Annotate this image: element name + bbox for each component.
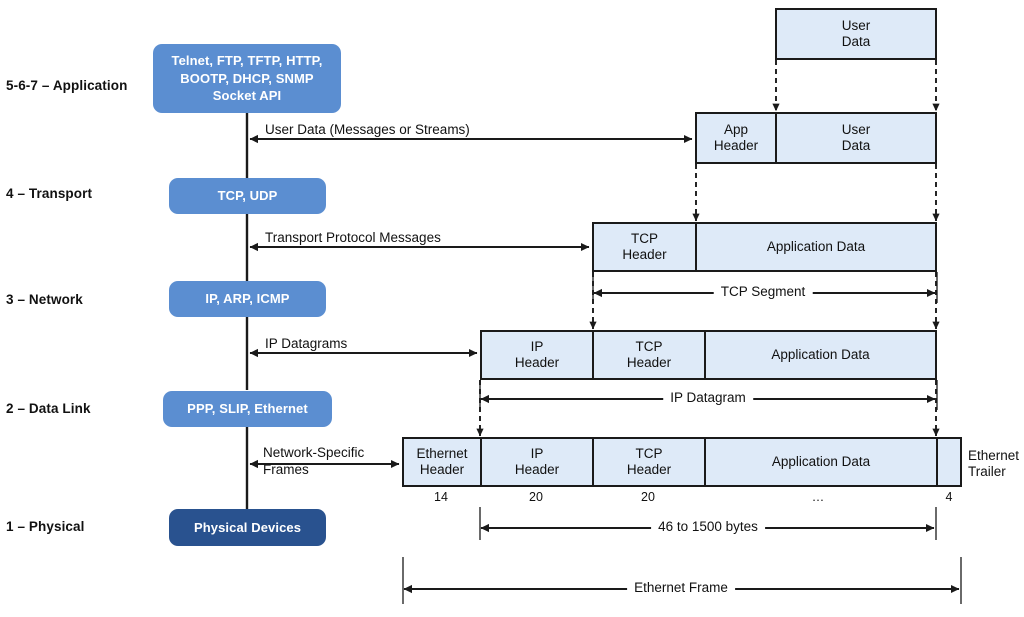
layer-label-network: 3 – Network (6, 292, 83, 307)
layer-label-application: 5-6-7 – Application (6, 78, 128, 93)
measure-label-ethernet-frame: Ethernet Frame (627, 580, 735, 595)
flow-label-network-frames: Network-Specific Frames (263, 445, 365, 477)
flow-label-ip-datagrams: IP Datagrams (265, 336, 348, 351)
byte-count-ethernet-header: 14 (434, 490, 448, 504)
packet-cell-tcp-header: TCP Header (594, 332, 706, 378)
byte-count-ethernet-trailer: 4 (945, 490, 953, 504)
packet-cell-user-data: User Data (777, 10, 935, 58)
packet-cell-ip-header: IP Header (482, 332, 594, 378)
flow-label-transport-messages: Transport Protocol Messages (265, 230, 441, 245)
measure-label-ip-datagram: IP Datagram (663, 390, 753, 405)
packet-cell-ethernet-header: Ethernet Header (404, 439, 482, 485)
packet-row-ip-datagram: IP Header TCP Header Application Data (480, 330, 937, 380)
packet-row-application: App Header User Data (695, 112, 937, 164)
layer-label-physical: 1 – Physical (6, 519, 85, 534)
packet-cell-ip-header: IP Header (482, 439, 594, 485)
label-ethernet-trailer: Ethernet Trailer (968, 448, 1020, 480)
layer-label-data-link: 2 – Data Link (6, 401, 91, 416)
packet-row-tcp-segment: TCP Header Application Data (592, 222, 937, 272)
packet-cell-tcp-header: TCP Header (594, 224, 697, 270)
pill-network-protocols[interactable]: IP, ARP, ICMP (169, 281, 326, 317)
packet-cell-ethernet-trailer (938, 439, 960, 485)
pill-physical-devices[interactable]: Physical Devices (169, 509, 326, 546)
byte-count-tcp-header: 20 (641, 490, 655, 504)
packet-cell-user-data: User Data (777, 114, 935, 162)
pill-data-link-protocols[interactable]: PPP, SLIP, Ethernet (163, 391, 332, 427)
byte-count-ip-header: 20 (529, 490, 543, 504)
measure-label-payload-size: 46 to 1500 bytes (651, 519, 765, 534)
layer-label-transport: 4 – Transport (6, 186, 93, 201)
measure-label-tcp-segment: TCP Segment (713, 284, 813, 299)
byte-count-application-data: … (811, 490, 825, 504)
packet-cell-application-data: Application Data (706, 332, 935, 378)
packet-row-user-data: User Data (775, 8, 937, 60)
packet-row-ethernet-frame: Ethernet Header IP Header TCP Header App… (402, 437, 962, 487)
flow-label-user-data: User Data (Messages or Streams) (265, 122, 470, 137)
pill-transport-protocols[interactable]: TCP, UDP (169, 178, 326, 214)
packet-cell-application-data: Application Data (697, 224, 935, 270)
packet-cell-app-header: App Header (697, 114, 777, 162)
packet-cell-tcp-header: TCP Header (594, 439, 706, 485)
pill-application-protocols[interactable]: Telnet, FTP, TFTP, HTTP, BOOTP, DHCP, SN… (153, 44, 341, 113)
packet-cell-application-data: Application Data (706, 439, 938, 485)
